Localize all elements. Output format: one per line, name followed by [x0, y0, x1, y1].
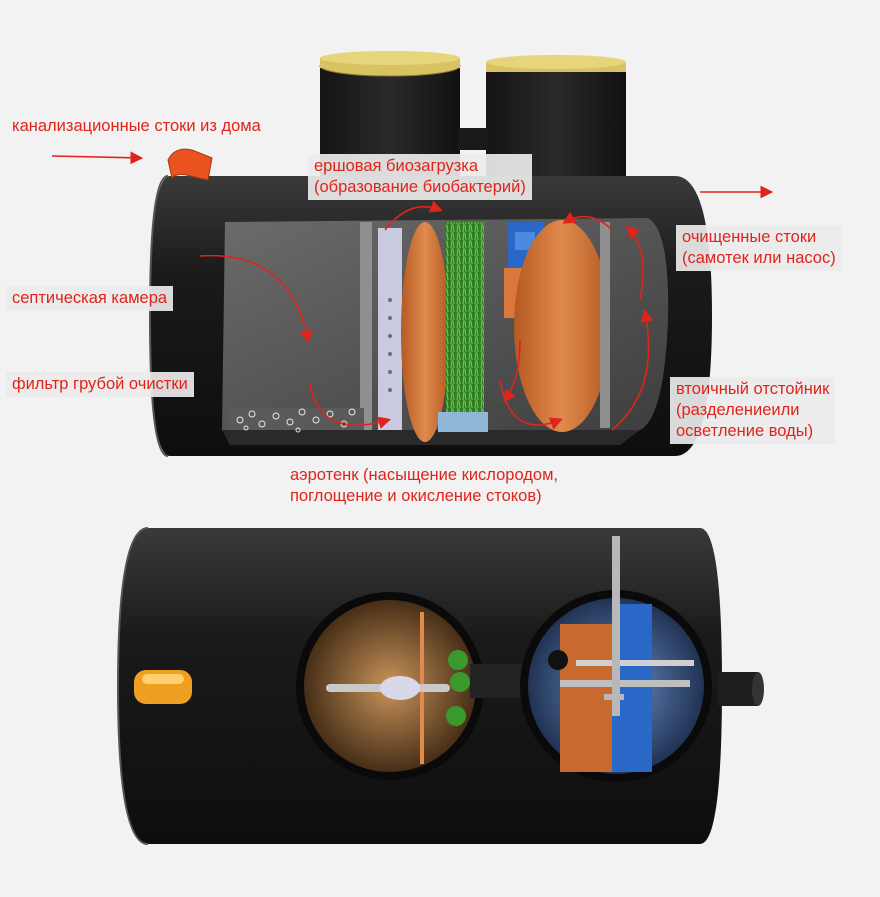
outlet-pipe	[718, 672, 758, 706]
label-coarse-filter: фильтр грубой очистки	[6, 372, 194, 397]
label-secondary-settler: втоичный отстойник (разделениеили осветл…	[670, 377, 836, 444]
settler-partition	[514, 220, 610, 432]
settler-wall	[600, 222, 610, 428]
label-brush-bio-media: ершовая биозагрузка (образование биобакт…	[308, 154, 532, 200]
aeration-column	[378, 228, 402, 430]
tank-cutaway-view	[51, 51, 774, 457]
aerotank-partition	[401, 222, 449, 442]
flow-arrows	[51, 151, 774, 431]
label-sewage-inlet: канализационные стоки из дома	[12, 117, 261, 135]
label-treated-effluent: очищенные стоки (самотек или насос)	[676, 225, 842, 271]
inlet-pipe	[167, 148, 213, 181]
brush-bio-media	[446, 222, 484, 412]
label-septic-chamber: септическая камера	[6, 286, 174, 311]
tank-top-view	[116, 527, 764, 845]
riser-connector	[458, 128, 488, 150]
hatch-settler	[520, 536, 712, 782]
coarse-filter-media	[228, 408, 364, 433]
hatch-aerotank	[296, 592, 484, 780]
label-aerotank: аэротенк (насыщение кислородом, поглощен…	[290, 466, 558, 505]
septic-partition	[360, 222, 372, 430]
inlet-marker	[134, 670, 192, 704]
aerator	[438, 412, 488, 432]
